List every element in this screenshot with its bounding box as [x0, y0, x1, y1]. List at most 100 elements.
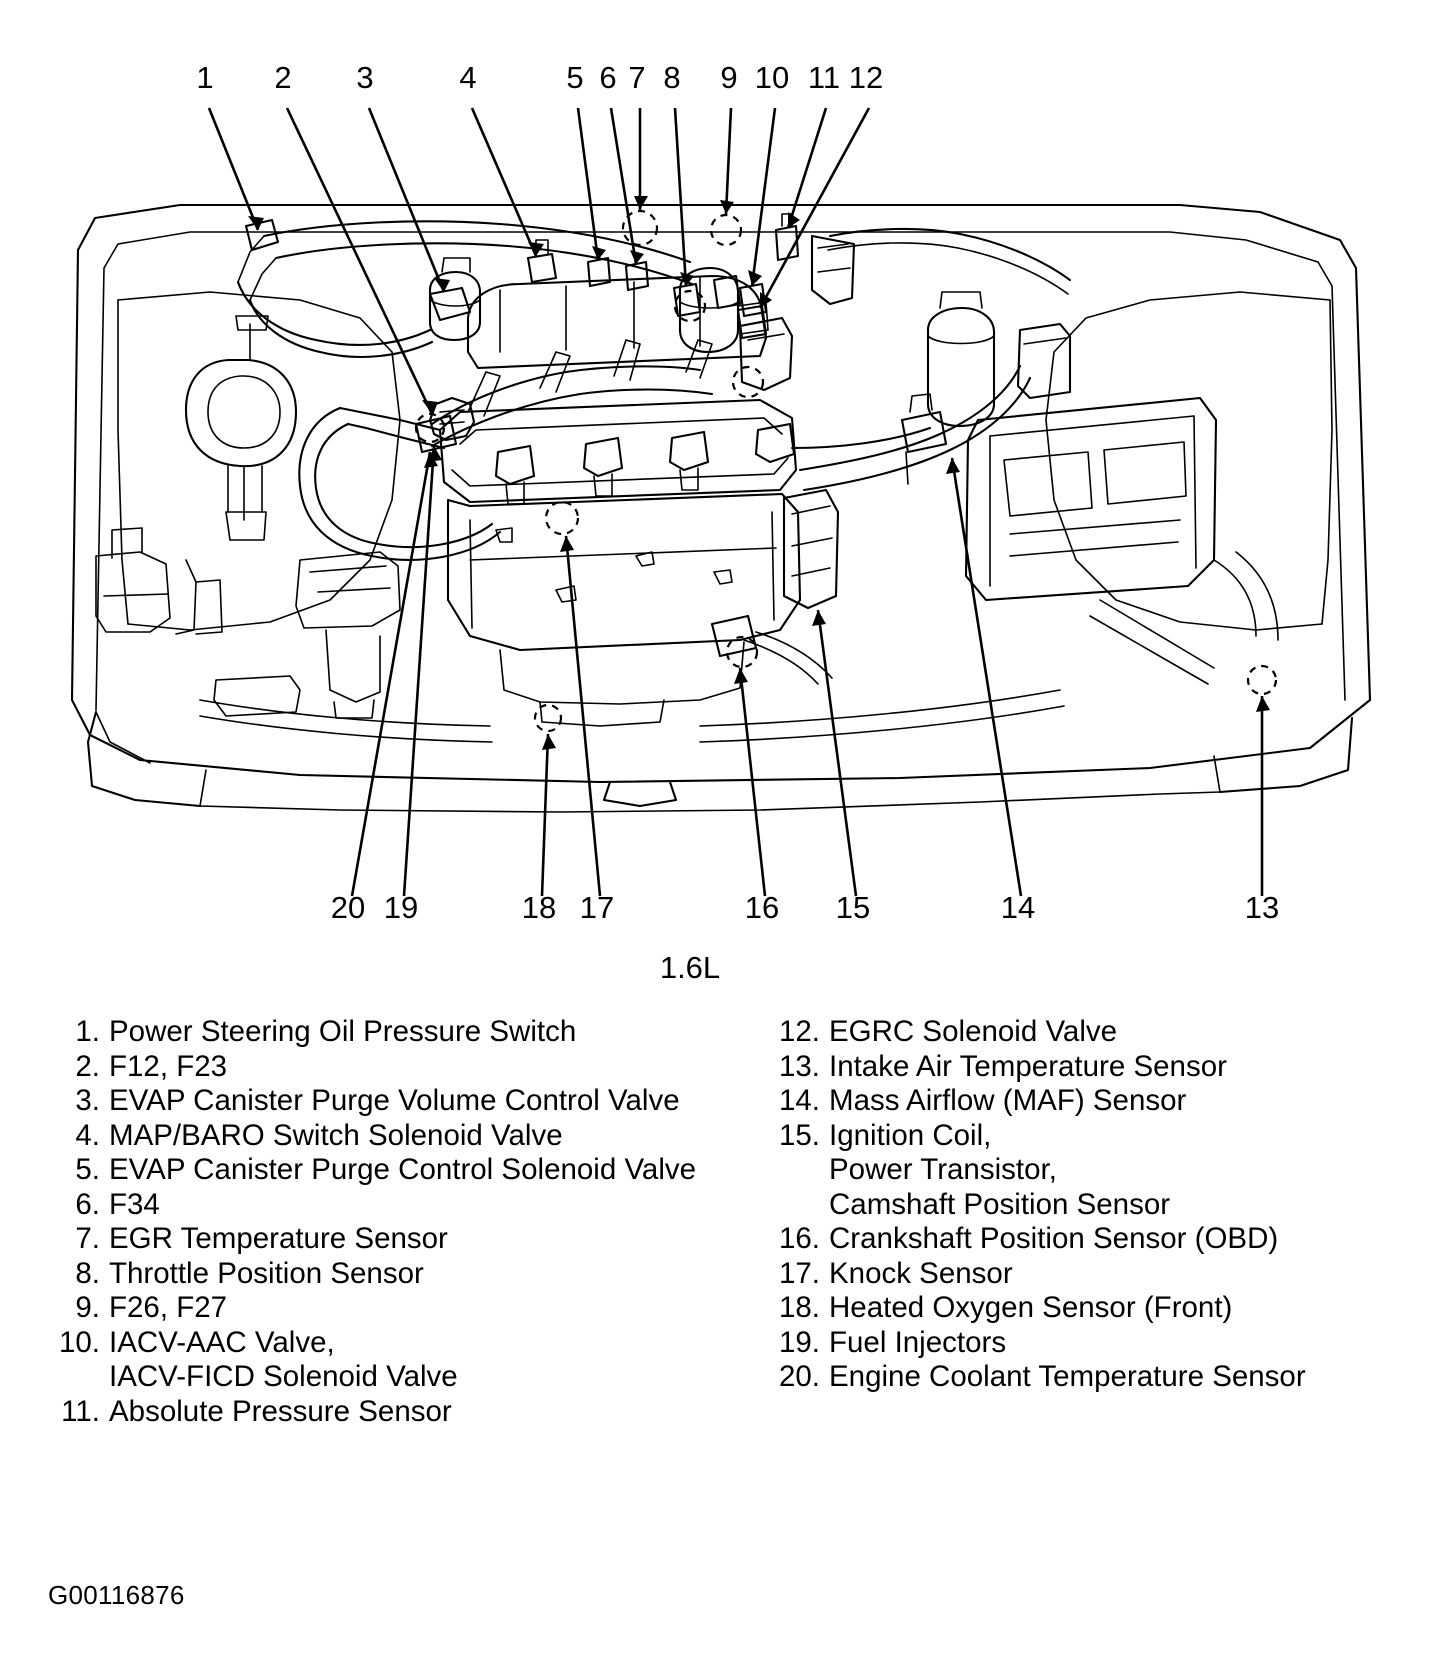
legend-item-number: 15.	[778, 1118, 820, 1152]
legend-column-right: 12. EGRC Solenoid Valve 13. Intake Air T…	[768, 1015, 1428, 1395]
legend-item-label: EGRC Solenoid Valve	[829, 1015, 1118, 1048]
legend-item: 14. Mass Airflow (MAF) Sensor	[768, 1084, 1428, 1119]
legend-item-number: 20.	[778, 1360, 820, 1393]
callout-top-11: 11	[808, 60, 840, 95]
legend-item: 6. F34	[48, 1188, 748, 1223]
legend-item-label: EGR Temperature Sensor	[109, 1222, 448, 1255]
legend-item-number: 11.	[61, 1394, 100, 1428]
legend-item-number: 19.	[778, 1325, 820, 1359]
legend-item-label-line3: Camshaft Position Sensor	[829, 1187, 1171, 1221]
engine-diagram-figure: 1 2 3 4 5 6 7 8 9 10 11 12 20 19 18 17 1…	[70, 60, 1372, 985]
legend-item-label: EVAP Canister Purge Volume Control Valve	[109, 1084, 680, 1117]
callout-top-4: 4	[459, 60, 476, 95]
hidden-component-markers	[414, 209, 1278, 733]
cylinder-head-assembly	[428, 257, 802, 727]
legend-item-number: 8.	[75, 1256, 100, 1290]
callout-top-2: 2	[274, 60, 291, 95]
legend-item-label: Heated Oxygen Sensor (Front)	[829, 1291, 1233, 1324]
callout-bottom-19: 19	[384, 890, 418, 925]
legend-item-label: Crankshaft Position Sensor (OBD)	[829, 1222, 1279, 1255]
legend-column-left: 1. Power Steering Oil Pressure Switch 2.…	[48, 1015, 748, 1429]
component-bodies	[244, 213, 948, 658]
engine-bay-drawing: 1 2 3 4 5 6 7 8 9 10 11 12 20 19 18 17 1…	[70, 60, 1372, 985]
legend-item: 1. Power Steering Oil Pressure Switch	[48, 1015, 748, 1050]
callout-top-5: 5	[566, 60, 583, 95]
callout-top-6: 6	[599, 60, 616, 95]
vacuum-hose-routing	[199, 220, 1279, 743]
engine-bay-body-outline	[70, 203, 1372, 813]
legend-item: 9. F26, F27	[48, 1291, 748, 1326]
callout-bottom-20: 20	[331, 890, 365, 925]
legend-item-label: Knock Sensor	[829, 1256, 1013, 1290]
legend-item-label-line2: Power Transistor,	[829, 1153, 1057, 1186]
callout-top-9: 9	[720, 60, 737, 95]
legend-item-label: F12, F23	[109, 1049, 228, 1083]
legend-item-label: Throttle Position Sensor	[109, 1256, 424, 1290]
legend-item-number: 3.	[75, 1084, 100, 1117]
legend-item: 12. EGRC Solenoid Valve	[768, 1015, 1428, 1050]
legend-item: 16. Crankshaft Position Sensor (OBD)	[768, 1222, 1428, 1257]
legend-item: 20. Engine Coolant Temperature Sensor	[768, 1360, 1428, 1395]
component-legend: 1. Power Steering Oil Pressure Switch 2.…	[0, 1015, 1450, 1435]
legend-item: 3. EVAP Canister Purge Volume Control Va…	[48, 1084, 748, 1119]
engine-displacement-caption: 1.6L	[660, 950, 720, 985]
legend-item-number: 10.	[58, 1325, 100, 1359]
legend-item: 18. Heated Oxygen Sensor (Front)	[768, 1291, 1428, 1326]
leader-lines-top	[207, 107, 871, 415]
legend-item-number: 12.	[778, 1015, 820, 1048]
legend-item-number: 5.	[75, 1153, 100, 1186]
legend-item-label: Fuel Injectors	[829, 1325, 1007, 1359]
legend-item-number: 7.	[75, 1222, 100, 1255]
spark-plug-wiring	[428, 339, 796, 505]
legend-item: 11. Absolute Pressure Sensor	[48, 1395, 748, 1430]
legend-item-number: 14.	[778, 1084, 820, 1117]
callout-bottom-14: 14	[1001, 890, 1035, 925]
legend-item-number: 16.	[778, 1222, 820, 1255]
legend-item: 7. EGR Temperature Sensor	[48, 1222, 748, 1257]
legend-item-number: 4.	[75, 1118, 100, 1152]
legend-item-label: EVAP Canister Purge Control Solenoid Val…	[109, 1153, 697, 1186]
legend-item-label: Ignition Coil, Power Transistor, Camshaf…	[829, 1119, 1428, 1223]
figure-id-code: G00116876	[48, 1580, 185, 1610]
legend-item: 2. F12, F23	[48, 1050, 748, 1085]
legend-item-label: F34	[109, 1187, 160, 1221]
inner-fender-details	[95, 291, 1333, 719]
legend-item-label: Mass Airflow (MAF) Sensor	[829, 1084, 1187, 1117]
legend-item-number: 18.	[778, 1291, 820, 1324]
legend-item-number: 1.	[75, 1015, 100, 1048]
legend-item: 13. Intake Air Temperature Sensor	[768, 1050, 1428, 1085]
legend-item-label: Intake Air Temperature Sensor	[829, 1049, 1227, 1083]
legend-item-label-line1: IACV-AAC Valve,	[109, 1325, 335, 1359]
battery-and-fusebox	[926, 291, 1218, 602]
callout-top-10: 10	[755, 60, 789, 95]
legend-item: 5. EVAP Canister Purge Control Solenoid …	[48, 1153, 748, 1188]
legend-item-label-line2: IACV-FICD Solenoid Valve	[109, 1360, 458, 1393]
callout-bottom-16: 16	[745, 890, 779, 925]
legend-item-label-line1: Ignition Coil,	[829, 1118, 992, 1152]
callout-bottom-17: 17	[580, 890, 614, 925]
legend-item: 4. MAP/BARO Switch Solenoid Valve	[48, 1119, 748, 1154]
callout-numbers-bottom: 20 19 18 17 16 15 14 13	[331, 890, 1279, 925]
callout-top-3: 3	[356, 60, 373, 95]
legend-item: 15. Ignition Coil, Power Transistor, Cam…	[768, 1119, 1428, 1223]
legend-item-number: 9.	[75, 1291, 100, 1324]
legend-item-label: Engine Coolant Temperature Sensor	[829, 1360, 1306, 1393]
legend-item-label: IACV-AAC Valve, IACV-FICD Solenoid Valve	[109, 1326, 748, 1395]
legend-item-number: 17.	[778, 1256, 820, 1290]
legend-item-label: Absolute Pressure Sensor	[109, 1394, 452, 1428]
callout-top-8: 8	[663, 60, 680, 95]
legend-item-number: 2.	[75, 1049, 100, 1083]
legend-item-number: 13.	[778, 1049, 820, 1083]
callout-top-12: 12	[849, 60, 883, 95]
legend-item: 10. IACV-AAC Valve, IACV-FICD Solenoid V…	[48, 1326, 748, 1395]
callout-top-7: 7	[628, 60, 645, 95]
legend-item: 19. Fuel Injectors	[768, 1326, 1428, 1361]
callout-bottom-18: 18	[522, 890, 556, 925]
legend-item-label: MAP/BARO Switch Solenoid Valve	[109, 1118, 563, 1152]
legend-item-number: 6.	[75, 1187, 100, 1221]
legend-item-label: Power Steering Oil Pressure Switch	[109, 1015, 577, 1048]
legend-item-label: F26, F27	[109, 1291, 228, 1324]
callout-numbers-top: 1 2 3 4 5 6 7 8 9 10 11 12	[196, 60, 883, 95]
legend-item: 8. Throttle Position Sensor	[48, 1257, 748, 1292]
callout-bottom-15: 15	[836, 890, 870, 925]
